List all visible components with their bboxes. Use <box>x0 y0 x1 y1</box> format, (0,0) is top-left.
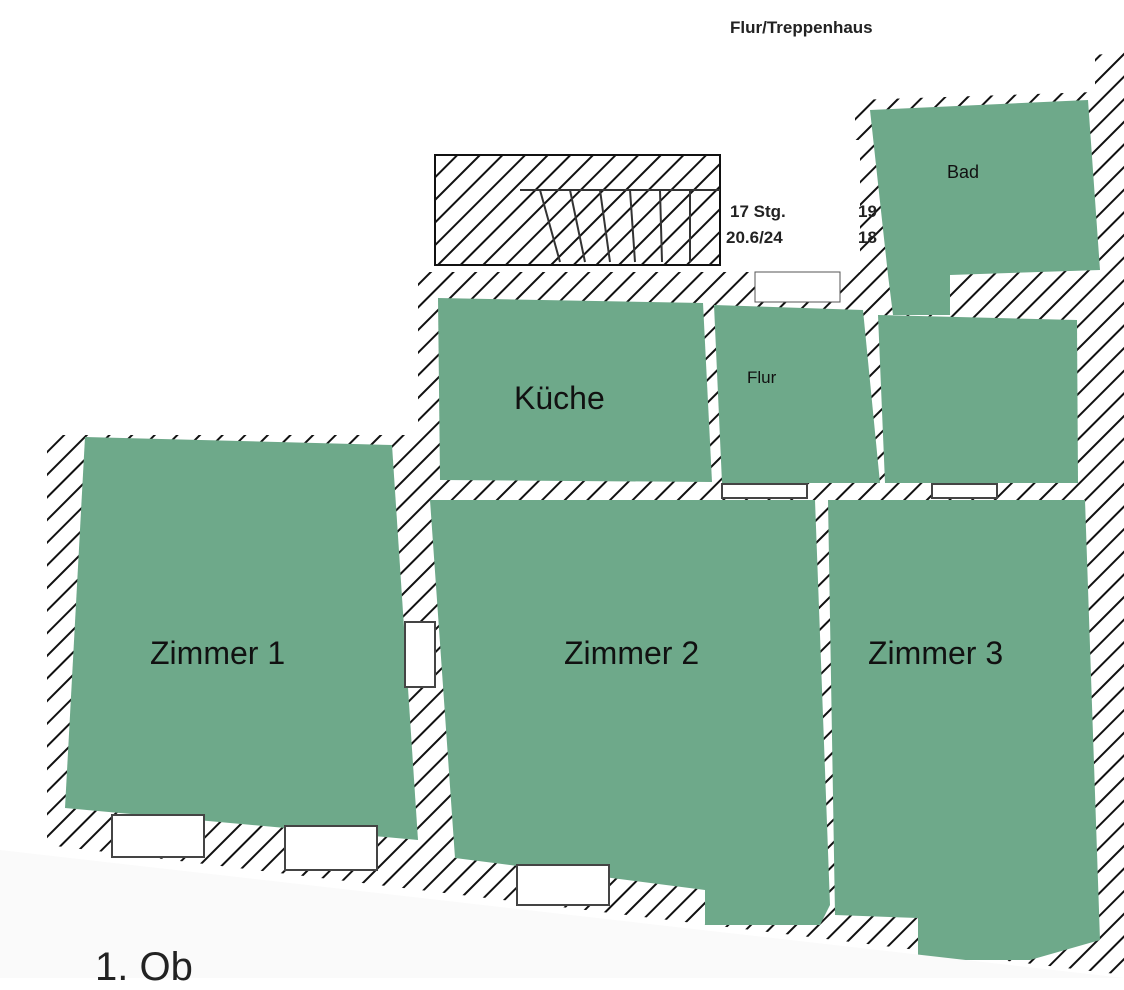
room-zimmer1 <box>65 437 418 840</box>
stair-opening <box>754 271 841 303</box>
room-label-zimmer1: Zimmer 1 <box>150 635 286 671</box>
stairs <box>434 154 721 266</box>
room-label-kueche: Küche <box>514 380 605 416</box>
floor-label: 1. Ob <box>95 945 193 989</box>
room-label-flur: Flur <box>747 368 777 387</box>
step-number: 18 <box>858 228 877 247</box>
room-zimmer3 <box>828 500 1100 960</box>
room-flur <box>714 305 880 483</box>
stair-count: 17 Stg. <box>730 202 786 221</box>
room-zimmer2 <box>430 500 830 925</box>
stair-dims: 20.6/24 <box>726 228 783 247</box>
room-bad <box>870 100 1100 315</box>
room-label-zimmer2: Zimmer 2 <box>564 635 700 671</box>
room-label-bad: Bad <box>947 162 980 182</box>
room-kueche <box>438 298 712 482</box>
top-label: Flur/Treppenhaus <box>730 18 873 37</box>
windows <box>111 483 998 906</box>
step-number: 19 <box>858 202 877 221</box>
page-bottom <box>0 850 1124 978</box>
room-label-zimmer3: Zimmer 3 <box>868 635 1004 671</box>
room-small <box>878 315 1078 483</box>
stair-treads <box>520 189 720 263</box>
